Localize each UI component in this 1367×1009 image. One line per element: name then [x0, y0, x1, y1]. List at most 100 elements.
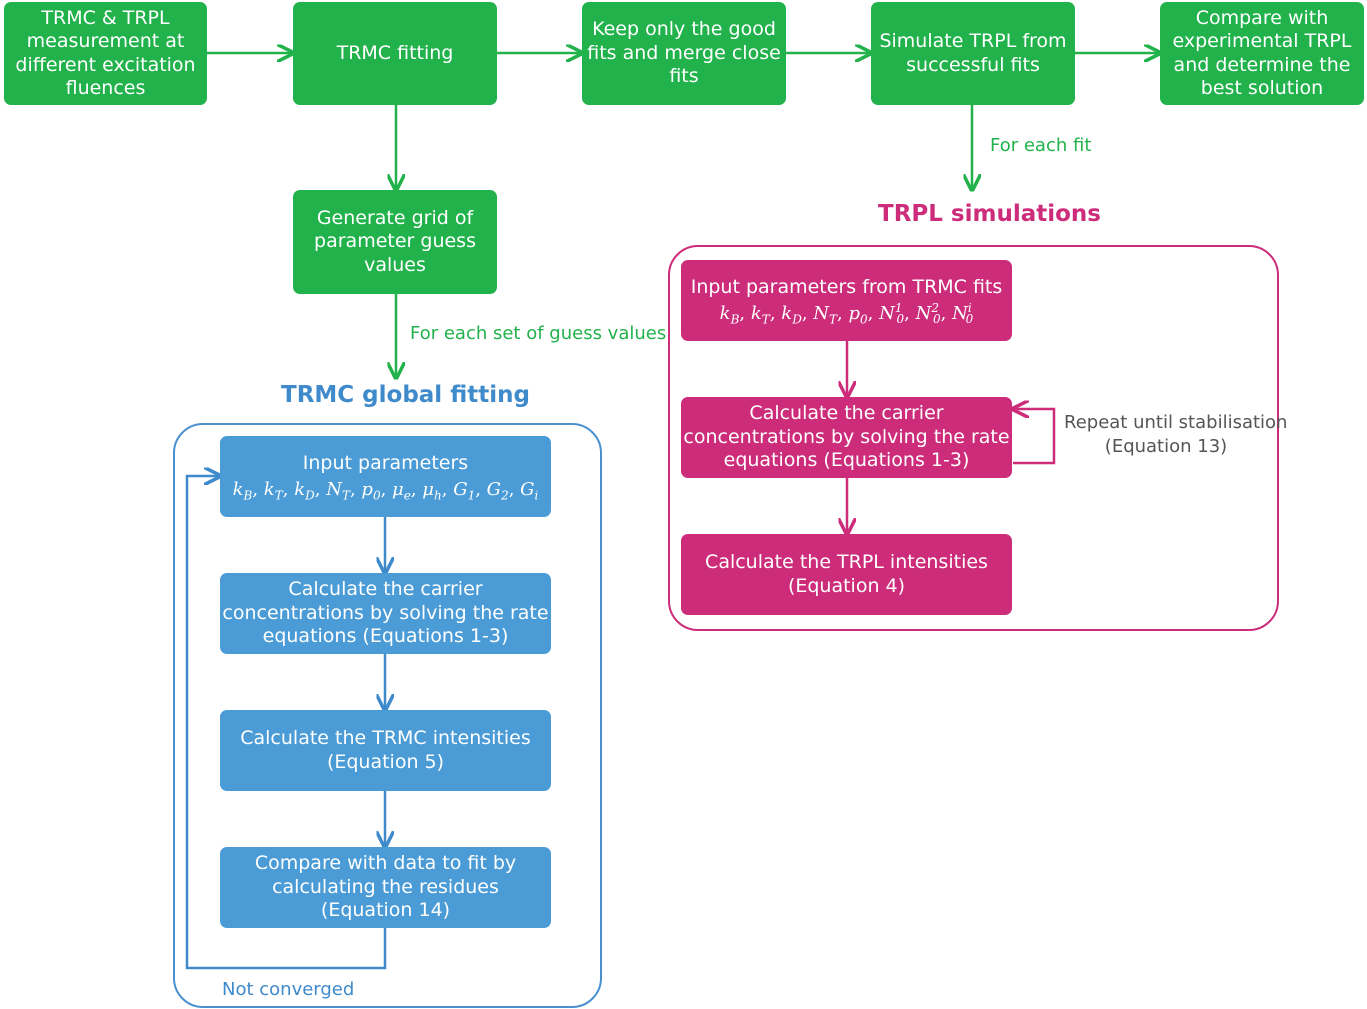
trpl-step2-line-1: Calculate the TRPL intensities: [705, 551, 988, 573]
trmc-param-4: p0: [361, 479, 380, 502]
compare-line-2: experimental TRPL: [1172, 30, 1352, 52]
trpl-step1-line-1: Calculate the carrier: [749, 402, 944, 425]
trpl-param-symbol: N: [915, 302, 932, 324]
trpl-param-symbol: k: [781, 302, 793, 324]
trmc-input-title: Input parameters: [302, 452, 469, 474]
trmc-param-symbol: k: [263, 478, 275, 500]
compare-line-1: Compare with: [1195, 6, 1329, 29]
trpl-param-5: N10: [879, 300, 905, 327]
trpl-param-symbol: p: [848, 302, 861, 324]
trmc-param-8: G2: [486, 478, 509, 503]
trmc-intensities-box: Calculate the TRMC intensities (Equation…: [220, 710, 551, 791]
simulate-trpl-box: Simulate TRPL from successful fits: [871, 2, 1075, 105]
repeat-label-line-1: Repeat until stabilisation: [1064, 412, 1288, 433]
trpl-param-symbol: N: [952, 302, 968, 324]
trpl-param-superscript: 1: [894, 300, 903, 315]
trpl-input-title: Input parameters from TRMC fits: [690, 276, 1003, 298]
trpl-param-4: p0: [848, 302, 868, 327]
trmc-carrier-concentrations-box: Calculate the carrier concentrations by …: [220, 573, 551, 654]
trpl-param-superscript: i: [967, 300, 972, 315]
trmc-param-subscript: D: [305, 488, 315, 503]
trmc-parameter-list: kB, kT, kD, NT, p0, μe, μh, G1, G2, Gi: [232, 478, 539, 503]
trpl-param-subscript: T: [829, 312, 838, 327]
trmc-param-3: NT: [326, 479, 350, 503]
trpl-step1-line-2: concentrations by solving the rate: [683, 425, 1010, 448]
compare-experimental-box: Compare with experimental TRPL and deter…: [1160, 2, 1364, 105]
trpl-param-1: kT: [750, 302, 770, 327]
grid-line-1: Generate grid of: [316, 206, 474, 229]
trmc-param-symbol: μ: [422, 478, 434, 500]
trmc-step1-line-3: equations (Equations 1-3): [262, 625, 509, 648]
trmc-step2-line-1: Calculate the TRMC intensities: [240, 727, 531, 749]
trpl-simulations-panel: [668, 245, 1279, 631]
trmc-step3-line-2: calculating the residues: [272, 875, 499, 898]
trpl-step1-line-3: equations (Equations 1-3): [723, 449, 970, 472]
trmc-param-subscript: T: [274, 488, 283, 503]
trmc-fitting-box: TRMC fitting: [293, 2, 497, 105]
compare-line-4: best solution: [1200, 77, 1324, 99]
repeat-until-stabilisation-label: Repeat until stabilisation (Equation 13): [1064, 411, 1288, 459]
trpl-param-subscript: 0: [860, 312, 868, 327]
trmc-param-subscript: 2: [501, 488, 509, 503]
trmc-param-subscript: h: [434, 488, 442, 503]
trmc-step1-line-1: Calculate the carrier: [288, 578, 483, 601]
trmc-param-5: μe: [392, 478, 411, 503]
for-each-fit-label: For each fit: [990, 135, 1092, 156]
grid-line-2: parameter guess: [314, 230, 476, 253]
trmc-global-fitting-panel: [173, 423, 602, 1008]
trmc-input-parameters-box: Input parameters kB, kT, kD, NT, p0, μe,…: [220, 436, 551, 517]
trpl-param-subscript: B: [730, 312, 740, 327]
trmc-param-subscript: e: [403, 488, 411, 503]
trmc-fitting-line-1: TRMC fitting: [336, 41, 454, 64]
trpl-param-0: kB: [719, 302, 740, 327]
trpl-param-superscript: 2: [931, 300, 939, 315]
grid-line-3: values: [364, 253, 426, 276]
trpl-panel-title: TRPL simulations: [878, 201, 1101, 227]
measurement-line-2: measurement at: [26, 30, 185, 52]
trmc-param-9: Gi: [520, 478, 539, 503]
simulate-line-2: successful fits: [906, 53, 1040, 76]
trpl-input-parameters-box: Input parameters from TRMC fits kB, kT, …: [681, 260, 1012, 341]
compare-line-3: and determine the: [1173, 53, 1351, 76]
trpl-param-symbol: N: [879, 302, 895, 324]
trmc-param-subscript: i: [534, 488, 539, 503]
trmc-param-1: kT: [263, 478, 283, 503]
trpl-param-subscript: T: [761, 312, 770, 327]
repeat-label-line-2: (Equation 13): [1104, 436, 1228, 457]
arrow-not-converged-loop: [185, 476, 387, 970]
trmc-param-symbol: k: [232, 478, 244, 500]
not-converged-label: Not converged: [222, 979, 355, 1000]
measurement-box: TRMC & TRPL measurement at different exc…: [4, 2, 207, 105]
trmc-panel-title: TRMC global fitting: [281, 382, 530, 408]
trpl-param-3: NT: [813, 302, 838, 327]
trmc-param-symbol: G: [453, 478, 468, 500]
keep-good-fits-box: Keep only the good fits and merge close …: [582, 2, 786, 105]
trpl-parameter-list: kB, kT, kD, NT, p0, N10, N20, Ni0: [719, 300, 974, 327]
trpl-param-symbol: k: [719, 302, 731, 324]
measurement-line-1: TRMC & TRPL: [41, 6, 170, 29]
trmc-param-0: kB: [232, 478, 253, 503]
generate-grid-box: Generate grid of parameter guess values: [293, 190, 497, 294]
trmc-param-subscript: 1: [467, 488, 476, 503]
trpl-param-symbol: k: [750, 302, 762, 324]
trpl-param-subscript: 0: [932, 312, 941, 327]
arrow-repeat-loop: [1013, 409, 1056, 465]
trmc-param-symbol: G: [520, 478, 535, 500]
measurement-line-4: fluences: [65, 77, 146, 99]
trmc-param-6: μh: [422, 478, 442, 503]
trmc-param-symbol: G: [486, 478, 502, 500]
trmc-param-symbol: k: [294, 478, 306, 500]
trmc-param-subscript: B: [243, 488, 253, 503]
trmc-step3-line-1: Compare with data to fit by: [254, 852, 517, 875]
trpl-param-subscript: 0: [965, 312, 974, 327]
trpl-param-symbol: N: [813, 302, 830, 324]
trmc-param-7: G1: [453, 478, 476, 503]
trmc-param-2: kD: [294, 478, 315, 503]
trpl-param-subscript: 0: [896, 312, 905, 327]
trmc-param-subscript: T: [341, 488, 350, 503]
trmc-step2-line-2: (Equation 5): [326, 750, 445, 773]
trpl-param-subscript: D: [792, 312, 802, 327]
trpl-param-2: kD: [781, 302, 802, 327]
trmc-param-symbol: μ: [392, 478, 404, 500]
